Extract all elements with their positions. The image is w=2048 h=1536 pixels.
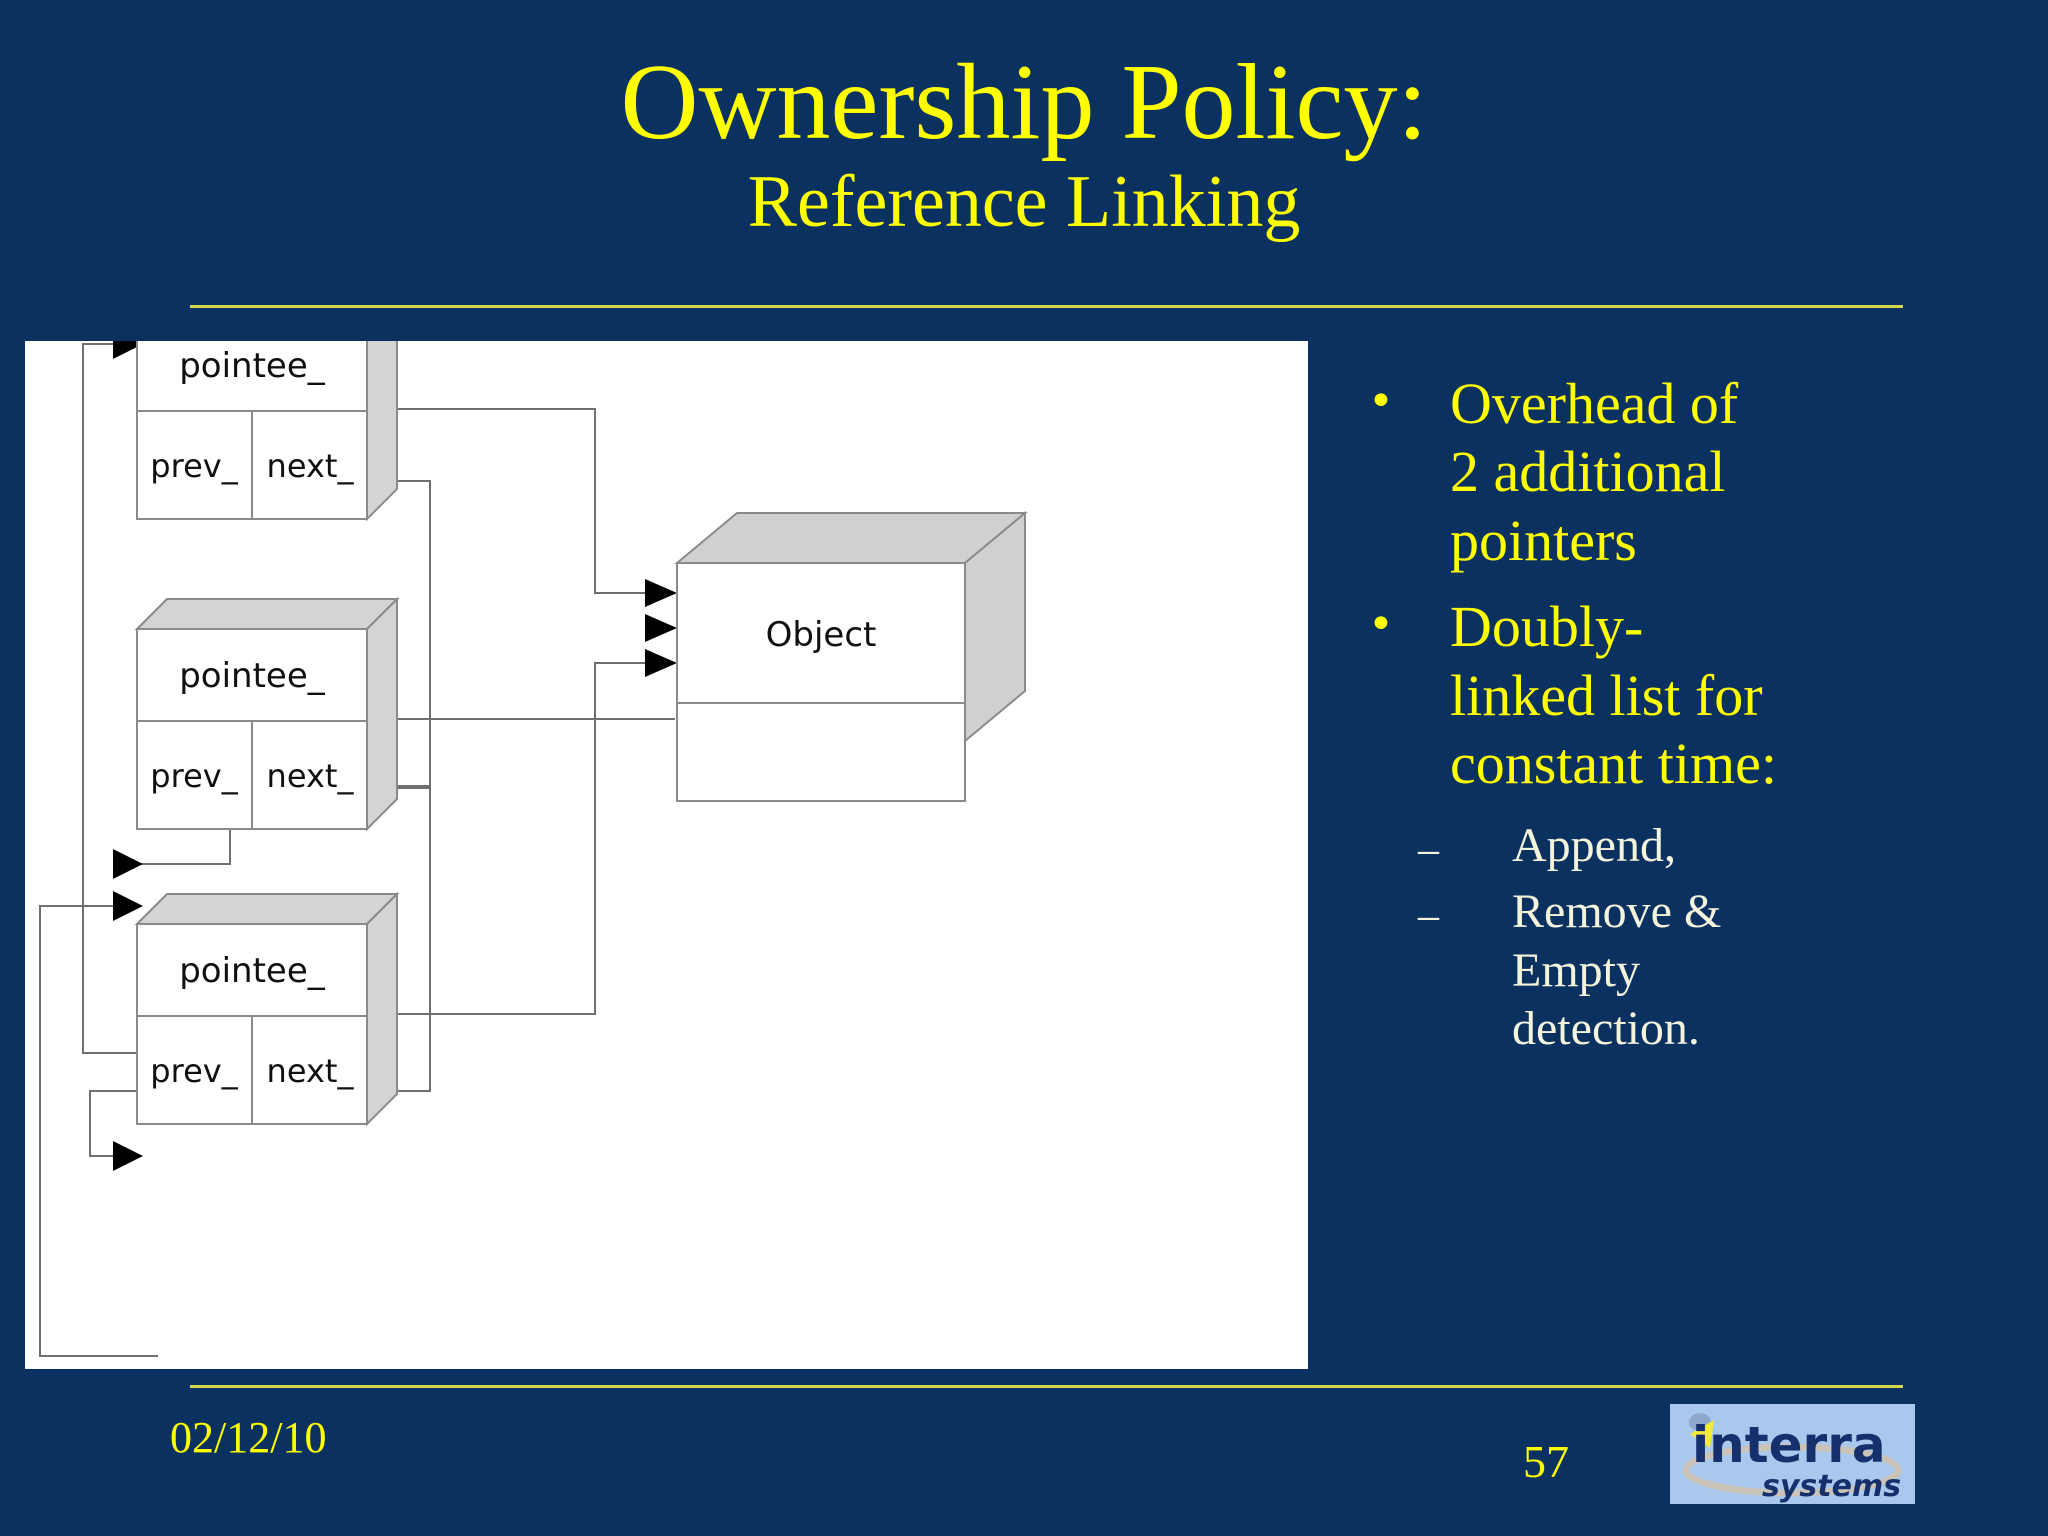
logo-primary-text: interra [1692, 1416, 1886, 1474]
node-pointee-label: pointee_ [179, 346, 326, 386]
node-next-label: next_ [267, 757, 355, 795]
logo-secondary-text: systems [1762, 1469, 1901, 1504]
logo-artwork: interra systems [1670, 1404, 1915, 1504]
bullet-item: • Doubly-linked list for constant time: [1330, 593, 2020, 798]
sub-bullet-text: Remove & Empty detection. [1512, 885, 1722, 1056]
node-next-label: next_ [267, 447, 355, 485]
dash-marker-icon: – [1418, 893, 1439, 940]
node-prev-label: prev_ [150, 1052, 238, 1090]
footer-date: 02/12/10 [170, 1413, 327, 1462]
node-prev-label: prev_ [150, 447, 238, 485]
bullet-marker-icon: • [1368, 376, 1394, 427]
bullet-text: Doubly-linked list for constant time: [1450, 594, 1777, 797]
pointee-node-1: pointee_ prev_ next_ [136, 341, 398, 522]
footer-divider-rule [190, 1385, 1903, 1388]
bullet-item: • Overhead of 2 additional pointers [1330, 370, 2020, 575]
title-block: Ownership Policy: Reference Linking [0, 43, 2048, 244]
pointee-node-3: pointee_ prev_ next_ [134, 891, 400, 1127]
sub-bullet-text: Append, [1512, 818, 1676, 872]
page-title: Ownership Policy: [620, 43, 1428, 162]
sub-bullet-item: – Append, [1330, 817, 2020, 876]
node-prev-label: prev_ [150, 757, 238, 795]
sub-bullet-item: – Remove & Empty detection. [1330, 883, 2020, 1059]
page-number: 57 [1523, 1436, 1569, 1487]
dash-marker-icon: – [1418, 826, 1439, 873]
reference-linking-diagram: pointee_ prev_ next_ pointee_ prev_ next… [38, 341, 1028, 1358]
node-pointee-label: pointee_ [179, 656, 326, 696]
interra-systems-logo: interra systems [1670, 1404, 1915, 1504]
node-next-label: next_ [267, 1052, 355, 1090]
node-pointee-label: pointee_ [179, 951, 326, 991]
object-node: Object [674, 510, 1028, 802]
title-divider-rule [190, 305, 1903, 308]
page-subtitle: Reference Linking [747, 161, 1301, 244]
diagram-panel: pointee_ prev_ next_ pointee_ prev_ next… [25, 341, 1308, 1369]
bullet-list: • Overhead of 2 additional pointers • Do… [1330, 370, 2020, 1067]
bullet-marker-icon: • [1368, 599, 1394, 651]
pointee-node-2: pointee_ prev_ next_ [134, 596, 400, 832]
object-label: Object [766, 615, 877, 655]
bullet-text: Overhead of 2 additional pointers [1450, 371, 1739, 573]
